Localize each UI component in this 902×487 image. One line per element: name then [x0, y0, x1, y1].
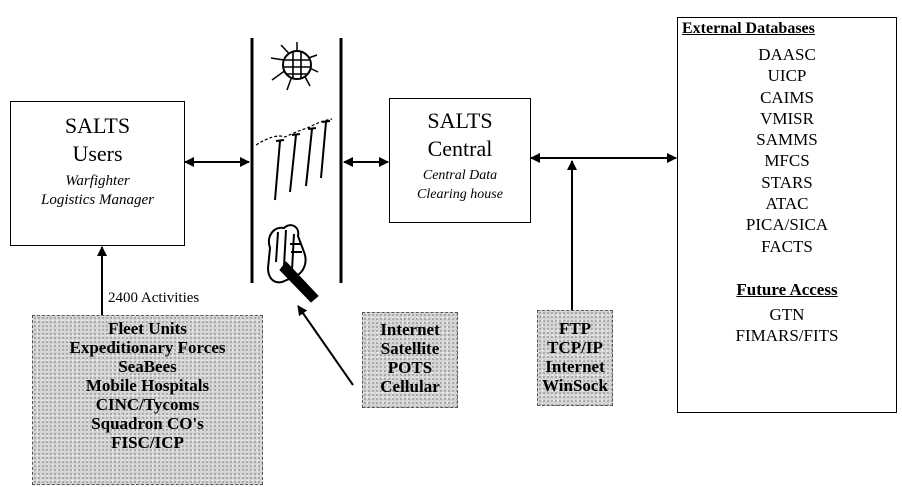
database-item: FACTS	[761, 236, 813, 256]
activities-count-label: 2400 Activities	[108, 290, 200, 306]
activity-item: FISC/ICP	[111, 433, 184, 452]
central-title: SALTS	[427, 108, 493, 133]
salts-central-box: SALTS Central Central Data Clearing hous…	[389, 98, 531, 223]
comm-links-box: Internet Satellite POTS Cellular	[362, 312, 458, 408]
activity-item: Squadron CO's	[91, 414, 204, 433]
database-item: PICA/SICA	[745, 215, 829, 235]
activity-item: Expeditionary Forces	[69, 338, 226, 357]
database-item: ATAC	[765, 194, 809, 214]
activities-box: Fleet Units Expeditionary Forces SeaBees…	[32, 315, 263, 485]
users-role-2: Logistics Manager	[41, 192, 154, 208]
activity-item: Fleet Units	[108, 319, 187, 338]
comm-link-item: POTS	[387, 358, 433, 377]
protocol-item: Internet	[545, 357, 605, 376]
future-database-item: GTN	[769, 304, 805, 324]
users-subtitle: Users	[72, 141, 123, 166]
external-databases-title: External Databases	[682, 20, 815, 37]
database-item: SAMMS	[756, 130, 818, 150]
commlinks-column-arrow	[297, 305, 354, 386]
protocol-item: TCP/IP	[547, 338, 603, 357]
salts-users-box: SALTS Users Warfighter Logistics Manager	[10, 101, 185, 246]
phone-lines-icon	[255, 118, 333, 201]
protocols-box: FTP TCP/IP Internet WinSock	[537, 310, 613, 406]
database-item: VMISR	[760, 108, 814, 128]
central-desc-2: Clearing house	[417, 187, 503, 202]
users-title: SALTS	[64, 113, 131, 138]
protocol-item: WinSock	[542, 376, 608, 395]
database-item: STARS	[761, 172, 813, 192]
external-databases-box: External Databases DAASC UICP CAIMS VMIS…	[677, 17, 897, 413]
activity-item: Mobile Hospitals	[85, 376, 210, 395]
comm-link-item: Internet	[380, 320, 440, 339]
future-access-title: Future Access	[736, 279, 838, 299]
users-role-1: Warfighter	[65, 173, 130, 189]
database-item: MFCS	[764, 151, 810, 171]
satellite-icon	[270, 42, 319, 91]
future-database-item: FIMARS/FITS	[735, 326, 839, 346]
central-subtitle: Central	[427, 136, 493, 161]
protocol-item: FTP	[558, 319, 592, 338]
database-item: DAASC	[758, 45, 816, 64]
activity-item: SeaBees	[118, 357, 177, 376]
comm-link-item: Cellular	[380, 377, 440, 396]
central-desc-1: Central Data	[422, 168, 498, 183]
comm-link-item: Satellite	[380, 339, 440, 358]
database-item: CAIMS	[760, 87, 814, 107]
database-item: UICP	[767, 66, 807, 86]
activity-item: CINC/Tycoms	[95, 395, 200, 414]
cellphone-icon	[266, 224, 319, 303]
